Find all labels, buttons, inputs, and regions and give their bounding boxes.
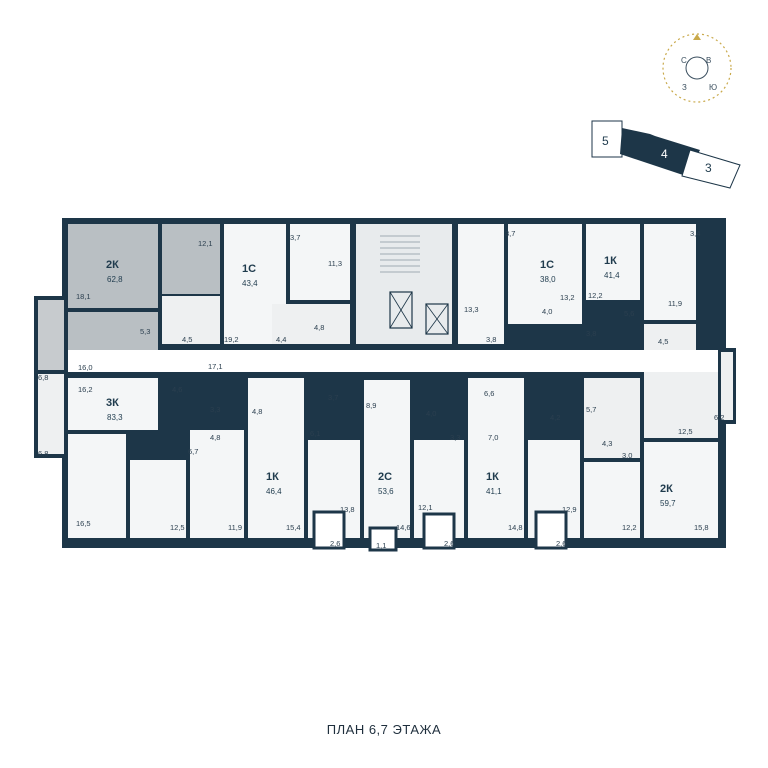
section-5-label: 5 [602,134,609,148]
room-area: 6,2 [714,413,724,422]
apt-total: 41,1 [486,487,502,496]
room-area: 3,7 [328,393,338,402]
apt-total: 43,4 [242,279,258,288]
room-area: 2,6 [444,539,454,548]
apt-total: 41,4 [604,271,620,280]
room-area: 6,1 [310,429,320,438]
room-area: 11,9 [228,523,242,532]
room-area: 3,8 [486,335,496,344]
key-plan: 5 4 3 [591,120,741,189]
room-area: 12,5 [170,523,185,532]
apt-type: 1С [242,263,256,275]
apt-total: 62,8 [107,275,123,284]
building [34,218,736,552]
room-area: 17,1 [208,362,223,371]
room-area: 16,2 [78,385,93,394]
room-area: 4,5 [182,335,192,344]
compass-north: С [681,56,687,65]
apt-type: 2С [378,471,392,483]
room-area: 3,3 [210,405,220,414]
room-area: 5,6 [624,309,634,318]
apt-type: 2К [106,259,119,271]
room-area: 1,1 [376,541,386,550]
room-area: 4,2 [550,413,560,422]
apt-type: 2К [660,483,673,495]
room-area: 18,1 [76,292,91,301]
room-area: 6,8 [38,373,48,382]
room-area: 3,7 [290,233,300,242]
room-area: 12,5 [678,427,693,436]
room-area: 15,8 [694,523,709,532]
floor-plan-caption: ПЛАН 6,7 ЭТАЖА [326,722,442,737]
room-area: 4,6 [172,385,182,394]
apt-type: 1С [540,259,554,271]
room-area: 3,3 [450,433,460,442]
room-area: 4,8 [210,433,220,442]
room-area: 8,9 [366,401,376,410]
apt-total: 46,4 [266,487,282,496]
room-area: 6,6 [484,389,494,398]
room-area: 11,3 [328,259,342,268]
compass-east: В [706,56,711,65]
room-area: 4,3 [602,439,612,448]
room-area: 12,2 [622,523,637,532]
room-area: 12,2 [588,291,603,300]
room-area: 5,7 [586,405,596,414]
apt-type: 1К [266,471,279,483]
room-area: 16,0 [78,363,93,372]
apt-total: 59,7 [660,499,676,508]
room-area: 15,4 [286,523,301,532]
room-area: 13,8 [340,505,355,514]
room-area: 3,8 [586,329,596,338]
room-area: 14,8 [508,523,523,532]
room-area: 5,3 [140,327,150,336]
room-area: 13,3 [464,305,479,314]
room-area: 4,8 [252,407,262,416]
room-area: 12,1 [418,503,433,512]
room-area: 2,6 [556,539,566,548]
room-area: 3,4 [690,229,700,238]
room-area: 3,7 [505,229,515,238]
room-area: 12,1 [198,239,213,248]
room-area: 6,7 [188,447,198,456]
room-area: 12,9 [562,505,577,514]
section-4-label: 4 [661,147,668,161]
room-area: 7,0 [488,433,498,442]
room-area: 16,5 [76,519,91,528]
apt-type: 3К [106,397,119,409]
room-area: 14,6 [396,523,411,532]
room-area: 4,8 [314,323,324,332]
apt-type: 1К [604,255,617,267]
compass-icon: С В Ю З [662,33,732,103]
room-area: 13,2 [560,293,575,302]
apartment-labels: 2К 62,8 1С 43,4 1С 38,0 1К 41,4 3К 83,3 … [106,255,676,508]
room-area: 6,8 [38,449,48,458]
compass-south: Ю [709,83,717,92]
room-area: 2,6 [330,539,340,548]
room-area: 4,0 [542,307,552,316]
room-area: 19,2 [224,335,239,344]
apt-total: 83,3 [107,413,123,422]
room-area: 11,9 [668,299,682,308]
room-area: 4,0 [426,409,436,418]
room-areas: 12,1 18,1 5,3 4,5 19,2 3,7 11,3 4,4 4,8 … [38,229,724,550]
apt-total: 38,0 [540,275,556,284]
apt-total: 53,6 [378,487,394,496]
room-area: 4,5 [658,337,668,346]
apt-type: 1К [486,471,499,483]
room-area: 4,4 [276,335,286,344]
section-3-label: 3 [705,161,712,175]
compass-west: З [682,83,687,92]
room-area: 3,0 [622,451,632,460]
